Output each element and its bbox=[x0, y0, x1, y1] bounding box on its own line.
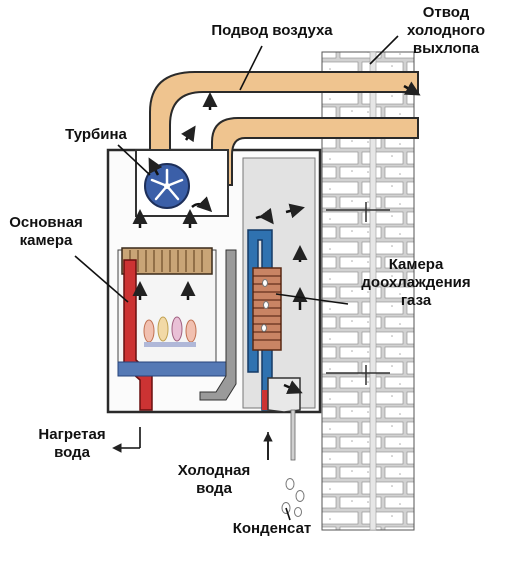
arrow-icon bbox=[132, 81, 421, 395]
label-post-cooling-chamber: Камера доохлаждения газа bbox=[361, 256, 470, 310]
label-cold-water-line: вода bbox=[196, 480, 232, 497]
label-exhaust: Отвод холодного выхлопа bbox=[407, 4, 485, 58]
label-cold-water-line: Холодная bbox=[177, 462, 251, 479]
label-air-supply: Подвод воздуха bbox=[211, 22, 333, 39]
label-exhaust-line: холодного bbox=[406, 22, 486, 39]
label-main-chamber-line: Основная bbox=[9, 214, 83, 231]
label-cold-water: Холодная вода bbox=[178, 462, 251, 498]
label-turbine: Турбина bbox=[65, 126, 127, 143]
label-exhaust-line: Отвод bbox=[422, 4, 470, 21]
leader-lines bbox=[74, 35, 399, 521]
burner-flames bbox=[143, 316, 197, 347]
label-post-cooling-line: газа bbox=[400, 292, 432, 309]
main-chamber bbox=[117, 247, 217, 411]
label-post-cooling-line: доохлаждения bbox=[361, 274, 471, 291]
label-main-chamber: Основная камера bbox=[9, 214, 83, 250]
outlet-arrows bbox=[112, 432, 273, 460]
water-drop-icon bbox=[261, 279, 305, 517]
coaxial-duct bbox=[149, 71, 419, 186]
fan-icon bbox=[135, 149, 229, 217]
label-heated-water-line: Нагретая bbox=[38, 426, 106, 443]
label-heated-water-line: вода bbox=[54, 444, 90, 461]
label-condensate: Конденсат bbox=[232, 520, 312, 537]
label-exhaust-line: выхлопа bbox=[412, 40, 480, 57]
label-main-chamber-line: камера bbox=[19, 232, 73, 249]
label-post-cooling-line: Камера bbox=[388, 256, 444, 273]
label-heated-water: Нагретая вода bbox=[38, 426, 105, 462]
wall-mount-bolts bbox=[326, 202, 390, 385]
